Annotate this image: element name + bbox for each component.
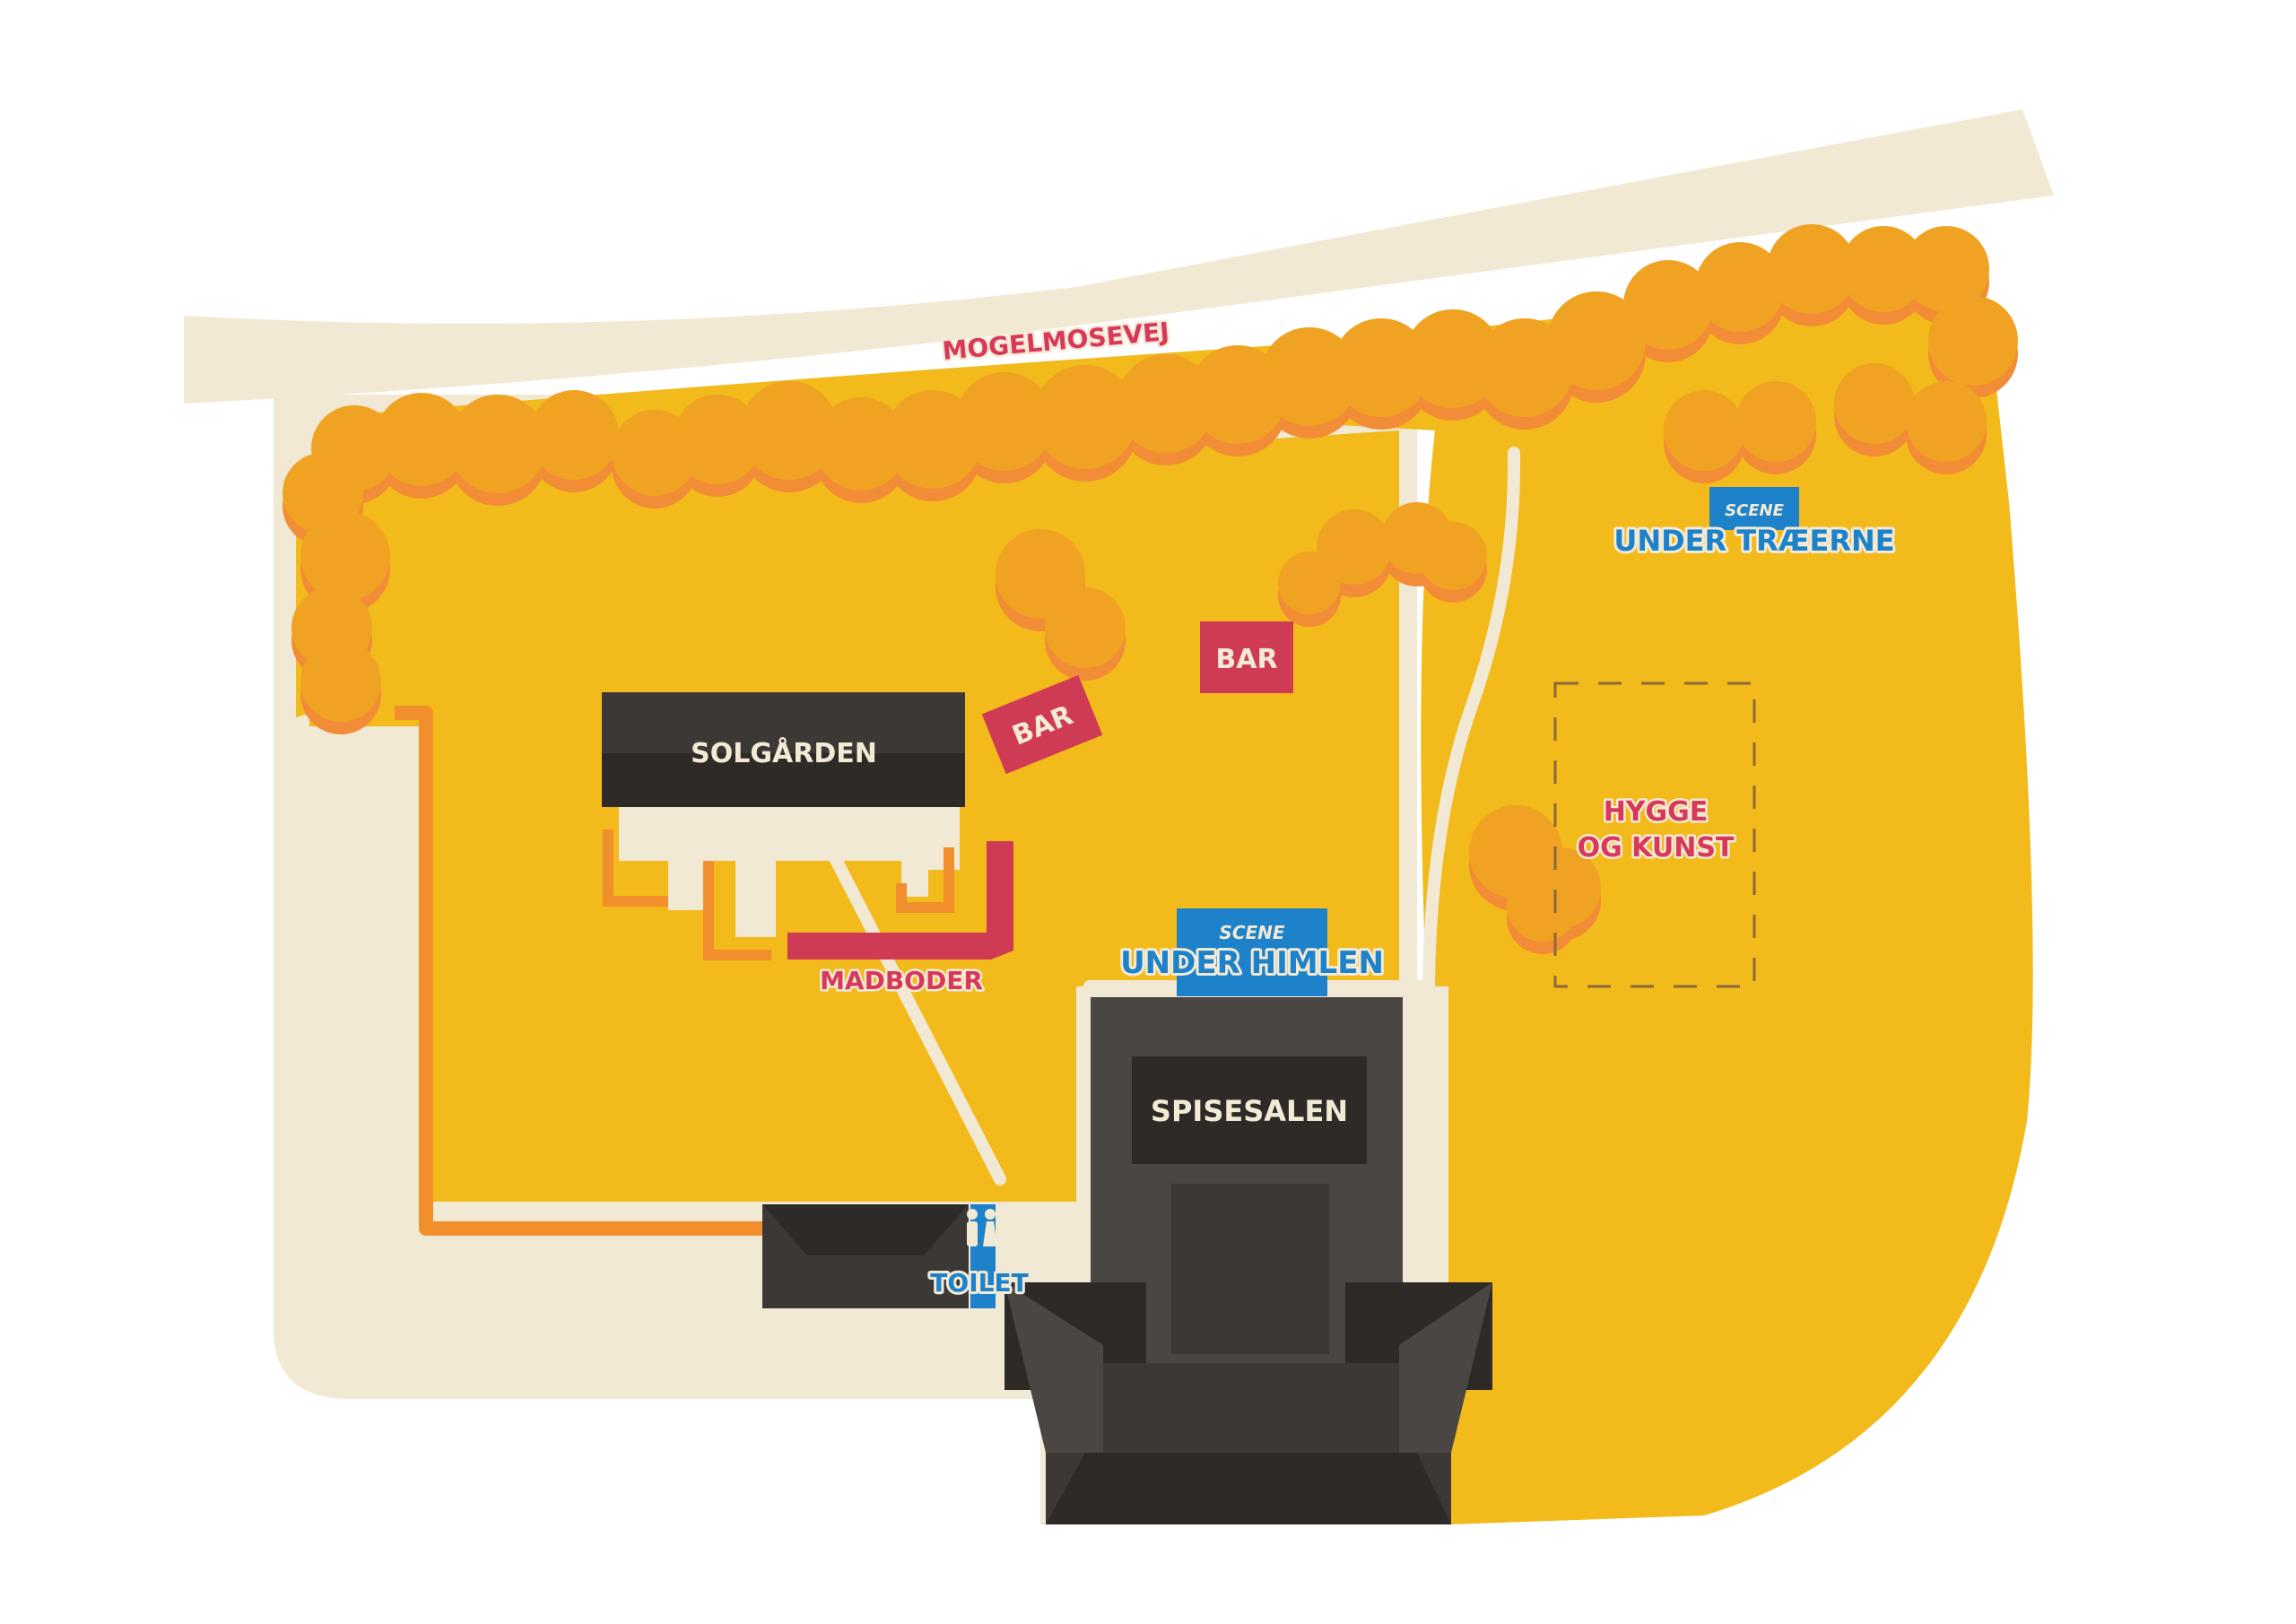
stage-under-himlen-name: UNDER HIMLEN [1120,945,1384,981]
spisesalen-label: SPISESALEN [1151,1094,1348,1128]
tree [1840,226,1926,312]
solgaarden-wing-outline [603,829,954,960]
tree [1117,354,1215,453]
solgaarden-building[interactable]: SOLGÅRDEN [602,692,965,960]
hygge-label-line1: HYGGE [1604,796,1709,828]
orange-footpath [395,706,771,1236]
tree [1547,291,1646,390]
spisesalen-building[interactable]: SPISESALEN [1004,997,1492,1524]
toilet-label: TOILET [930,1268,1028,1298]
hygge-label-line2: OG KUNST [1578,832,1735,864]
toilet-roof-ridge [762,1204,969,1255]
tree [1664,390,1744,471]
madboder-label: MADBODER [820,966,983,995]
hygge-og-kunst-boundary [1553,682,1756,988]
tree [1278,551,1341,614]
tree [1735,381,1816,462]
tree [1404,309,1502,408]
stage-under-traeerne-box [1709,487,1799,530]
tree [1260,327,1359,426]
tree [1623,260,1713,350]
tree [300,511,390,601]
spisesalen-inner-roof [1171,1184,1329,1354]
bar-2-label: BAR [1215,644,1277,675]
tree [1903,226,1989,312]
stage-under-himlen[interactable]: SCENE UNDER HIMLEN [1118,908,1387,996]
tree [529,390,619,480]
road-mogelmosevej [184,109,2054,404]
stage-under-himlen-tag: SCENE [1219,922,1284,943]
bar-1[interactable]: BAR [981,674,1103,775]
tree [448,395,547,493]
tree [1332,318,1431,417]
tree [740,381,839,480]
spisesalen-ridge-right [1399,1282,1492,1453]
bar-2[interactable]: BAR [1200,621,1293,693]
tree [1045,587,1126,668]
tree [375,393,468,486]
madboder-food-stalls[interactable]: MADBODER [787,841,1013,998]
tree [300,641,381,722]
tree [1906,381,1987,462]
stage-under-traeerne[interactable]: SCENE UNDER TRÆERNE [1611,487,1898,560]
tree [814,397,908,491]
restroom-icon [967,1209,997,1246]
solgaarden-label: SOLGÅRDEN [691,736,877,769]
spisesalen-lower-roof [1046,1453,1451,1524]
tree [1033,365,1137,469]
tree [1419,522,1487,590]
tree [1767,224,1857,314]
tree-canopy [283,224,2018,954]
tree [1507,870,1578,942]
footpath-east [1422,447,1521,993]
spisesalen-ridge-left [1004,1282,1103,1453]
tree [1834,363,1915,444]
tree [1928,296,2018,386]
stage-under-himlen-box [1177,908,1327,996]
footpath-diagonal [823,841,1006,1185]
solgaarden-roof-shade [602,753,965,807]
bar-2-box [1200,621,1293,693]
spisesalen-sign-plate [1132,1056,1367,1164]
toilet-building[interactable]: TOILET [762,1204,1031,1308]
madboder-stalls [787,841,1013,960]
tree [1695,242,1785,332]
stage-under-traeerne-name: UNDER TRÆERNE [1613,524,1894,558]
stage-under-traeerne-tag: SCENE [1725,501,1785,520]
tree [673,395,762,484]
hygge-og-kunst-area[interactable]: HYGGE OG KUNST [1553,682,1756,988]
tree [955,372,1054,471]
bar-1-box [981,674,1103,775]
